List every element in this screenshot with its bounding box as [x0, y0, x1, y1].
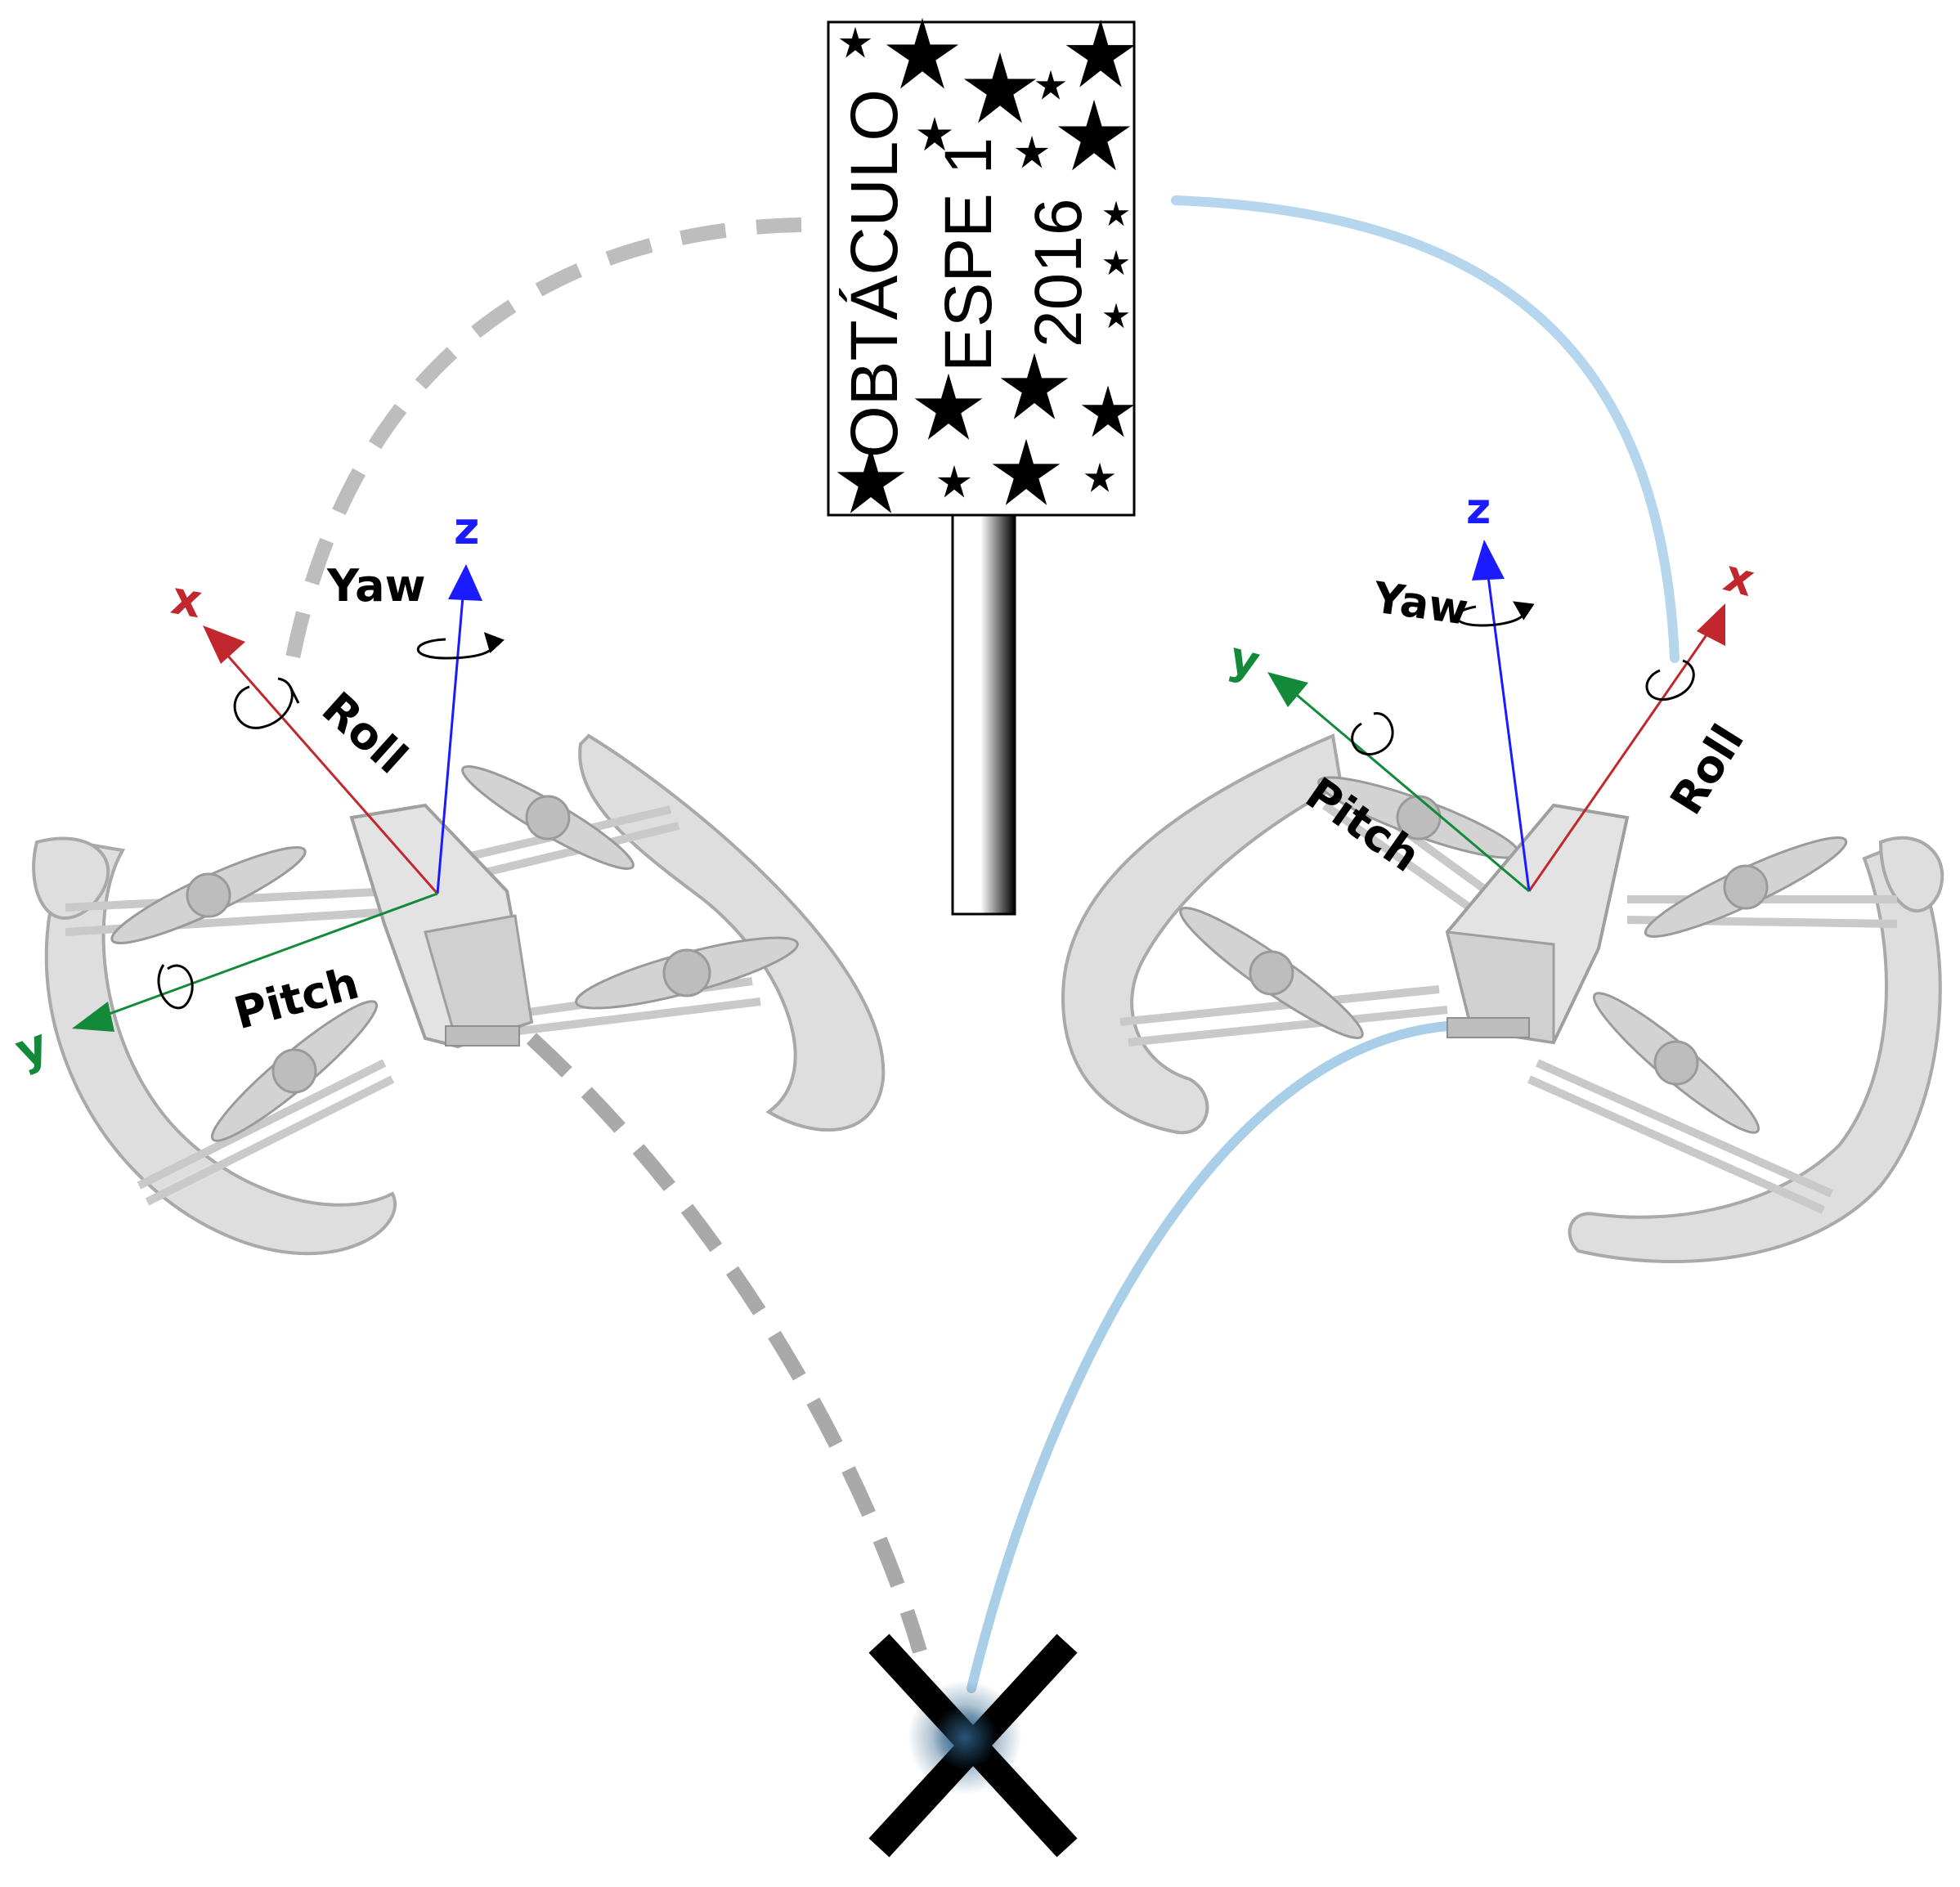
drone-right-bumper-right: [1568, 840, 1942, 1264]
drone-right: x z y Yaw Roll Pitch: [1061, 485, 1944, 1264]
drone-right-label-y: y: [1224, 631, 1265, 688]
sign-board: [827, 20, 1136, 517]
drone-right-label-roll: Roll: [1660, 716, 1754, 824]
drone-left-axis-z-arrow: [448, 564, 482, 601]
drone-left-label-x: x: [168, 571, 206, 629]
drone-left-bumper-right: [578, 733, 886, 1132]
drone-left: x z y Yaw Roll Pitch: [9, 503, 886, 1256]
drone-left-label-z: z: [454, 503, 479, 554]
drone-left-bumper-left: [44, 840, 397, 1256]
drone-right-axis-x-arrow: [1697, 603, 1725, 646]
flight-path-left: [283, 217, 927, 1654]
drone-left-axis-z: [436, 586, 465, 894]
drone-left-label-yaw: Yaw: [326, 560, 425, 612]
drone-left-axis-y-arrow: [72, 1002, 114, 1032]
drone-right-label-x: x: [1719, 549, 1760, 607]
drone-right-propellers: [1179, 776, 1848, 1134]
drone-right-bumper-left: [1061, 733, 1343, 1135]
drone-right-axis-y-arrow: [1267, 672, 1308, 707]
drone-right-struts: [1119, 781, 1898, 1214]
drone-left-propellers: [110, 765, 799, 1142]
rotation-arrow-icon: [157, 964, 194, 1010]
target-x-icon: [868, 1634, 1078, 1858]
drone-right-label-z: z: [1466, 485, 1491, 534]
drone-right-axis-y: [1291, 689, 1530, 893]
drone-right-axis-z: [1487, 576, 1531, 892]
drone-left-axis-x: [218, 645, 439, 894]
drone-left-label-y: y: [9, 1018, 56, 1078]
obstacle-sign: OBTÁCULO ESPE 1 2016: [827, 17, 1136, 916]
sign-line-2: ESPE 1: [931, 137, 1006, 372]
drone-right-axis-x: [1527, 625, 1715, 892]
sign-line-1: OBTÁCULO: [837, 89, 912, 458]
drone-left-axis-x-arrow: [203, 625, 245, 664]
sign-pole: [951, 513, 1016, 916]
drone-right-label-yaw: Yaw: [1370, 573, 1471, 635]
flight-path-right: [967, 195, 1680, 1693]
rotation-arrow-icon: [417, 632, 505, 660]
drone-right-bumper-top: [1878, 836, 1944, 913]
drone-right-axis-z-arrow: [1472, 540, 1505, 580]
sign-line-3: 2016: [1021, 199, 1096, 347]
rotation-arrow-icon: [1455, 601, 1535, 627]
rotation-arrow-icon: [233, 677, 300, 729]
rotation-arrow-icon: [1645, 659, 1695, 701]
rotation-arrow-icon: [1351, 712, 1394, 756]
drone-left-axis-y: [97, 892, 438, 1020]
